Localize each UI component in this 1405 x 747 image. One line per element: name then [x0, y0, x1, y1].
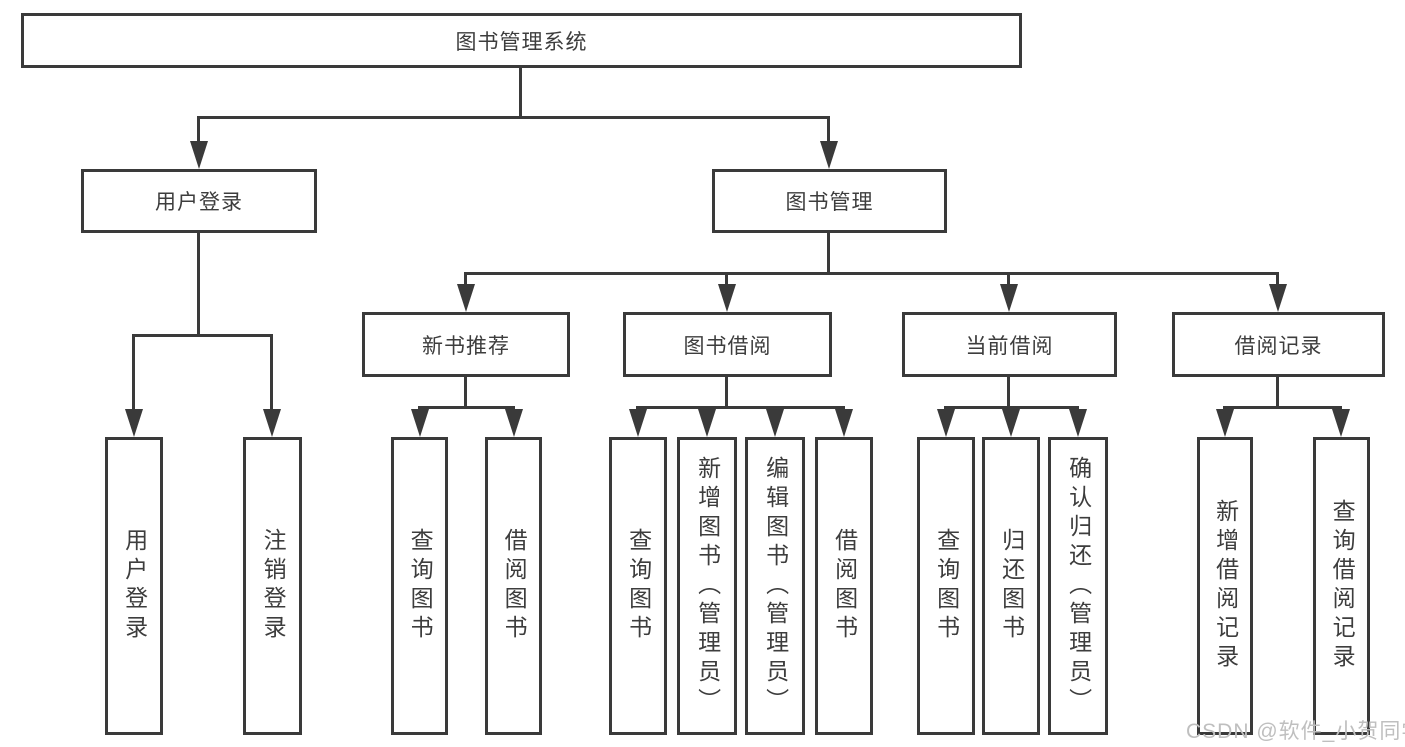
leaf-rec-add-record-label: 新增借阅记录: [1212, 499, 1239, 673]
leaf-cb-confirm-return-admin-label: 确认归还（管理员）: [1065, 455, 1092, 717]
node-root-label: 图书管理系统: [455, 30, 588, 54]
leaf-bb-borrow-books: 借阅图书: [815, 437, 873, 735]
edge-book-mgmt-rail: [464, 272, 1279, 275]
leaf-bb-add-books-admin-label: 新增图书（管理员）: [694, 455, 721, 717]
edge-to-current-borrowing: [1007, 272, 1010, 288]
edge-new-book-rail: [418, 406, 515, 409]
arrow-down-icon: [766, 409, 784, 437]
leaf-nb-query-books: 查询图书: [391, 437, 448, 735]
node-new-book-recommend: 新书推荐: [362, 312, 570, 377]
edge-to-book-borrowing: [725, 272, 728, 288]
leaf-bb-query-books: 查询图书: [609, 437, 667, 735]
leaf-rec-query-record-label: 查询借阅记录: [1329, 499, 1356, 673]
arrow-down-icon: [505, 409, 523, 437]
edge-to-leaf-login: [132, 334, 135, 412]
leaf-logout-label: 注销登录: [260, 528, 287, 644]
arrow-down-icon: [937, 409, 955, 437]
arrow-down-icon: [1269, 284, 1287, 312]
leaf-cb-query-books: 查询图书: [917, 437, 975, 735]
arrow-down-icon: [698, 409, 716, 437]
arrow-down-icon: [263, 409, 281, 437]
arrow-down-icon: [1002, 409, 1020, 437]
arrow-down-icon: [820, 141, 838, 169]
edge-current-borrowing-stem: [1007, 377, 1010, 408]
arrow-down-icon: [1069, 409, 1087, 437]
edge-root-stem: [519, 68, 522, 118]
watermark: CSDN @软件_小贺同学: [1186, 720, 1405, 743]
arrow-down-icon: [457, 284, 475, 312]
edge-user-login-stem: [197, 233, 200, 336]
node-borrowing-records: 借阅记录: [1172, 312, 1385, 377]
leaf-bb-add-books-admin: 新增图书（管理员）: [677, 437, 737, 735]
leaf-bb-query-books-label: 查询图书: [625, 528, 652, 644]
node-user-login: 用户登录: [81, 169, 317, 233]
edge-to-book-management: [827, 116, 830, 146]
node-borrowing-records-label: 借阅记录: [1234, 334, 1323, 358]
edge-borrowing-records-rail: [1223, 406, 1342, 409]
leaf-cb-query-books-label: 查询图书: [933, 528, 960, 644]
node-root: 图书管理系统: [21, 13, 1022, 68]
arrow-down-icon: [629, 409, 647, 437]
leaf-bb-edit-books-admin: 编辑图书（管理员）: [745, 437, 805, 735]
arrow-down-icon: [718, 284, 736, 312]
node-book-management-label: 图书管理: [785, 191, 874, 214]
leaf-bb-borrow-books-label: 借阅图书: [831, 528, 858, 644]
node-current-borrowing: 当前借阅: [902, 312, 1117, 377]
leaf-nb-borrow-books-label: 借阅图书: [501, 528, 528, 644]
edge-book-borrowing-stem: [725, 377, 728, 408]
node-new-book-recommend-label: 新书推荐: [422, 334, 510, 358]
edge-to-user-login: [197, 116, 200, 146]
node-user-login-label: 用户登录: [155, 191, 243, 214]
edge-to-leaf-logout: [270, 334, 273, 412]
leaf-cb-return-books-label: 归还图书: [998, 528, 1025, 644]
leaf-user-login-label: 用户登录: [121, 528, 148, 644]
leaf-user-login: 用户登录: [105, 437, 163, 735]
arrow-down-icon: [835, 409, 853, 437]
leaf-rec-add-record: 新增借阅记录: [1197, 437, 1253, 735]
edge-user-login-rail: [132, 334, 273, 337]
edge-root-rail: [197, 116, 830, 119]
arrow-down-icon: [411, 409, 429, 437]
leaf-nb-borrow-books: 借阅图书: [485, 437, 542, 735]
leaf-nb-query-books-label: 查询图书: [407, 528, 434, 644]
node-current-borrowing-label: 当前借阅: [965, 334, 1054, 358]
arrow-down-icon: [1216, 409, 1234, 437]
node-book-borrowing: 图书借阅: [623, 312, 832, 377]
edge-to-new-book: [464, 272, 467, 288]
arrow-down-icon: [1000, 284, 1018, 312]
leaf-bb-edit-books-admin-label: 编辑图书（管理员）: [762, 455, 789, 717]
arrow-down-icon: [190, 141, 208, 169]
leaf-rec-query-record: 查询借阅记录: [1313, 437, 1370, 735]
leaf-logout: 注销登录: [243, 437, 302, 735]
edge-borrowing-records-stem: [1276, 377, 1279, 408]
leaf-cb-confirm-return-admin: 确认归还（管理员）: [1048, 437, 1108, 735]
edge-new-book-stem: [464, 377, 467, 408]
leaf-cb-return-books: 归还图书: [982, 437, 1040, 735]
arrow-down-icon: [125, 409, 143, 437]
edge-book-borrowing-rail: [636, 406, 845, 409]
arrow-down-icon: [1332, 409, 1350, 437]
node-book-management: 图书管理: [712, 169, 947, 233]
node-book-borrowing-label: 图书借阅: [683, 334, 772, 358]
edge-to-borrowing-records: [1276, 272, 1279, 288]
edge-book-mgmt-stem: [827, 233, 830, 274]
